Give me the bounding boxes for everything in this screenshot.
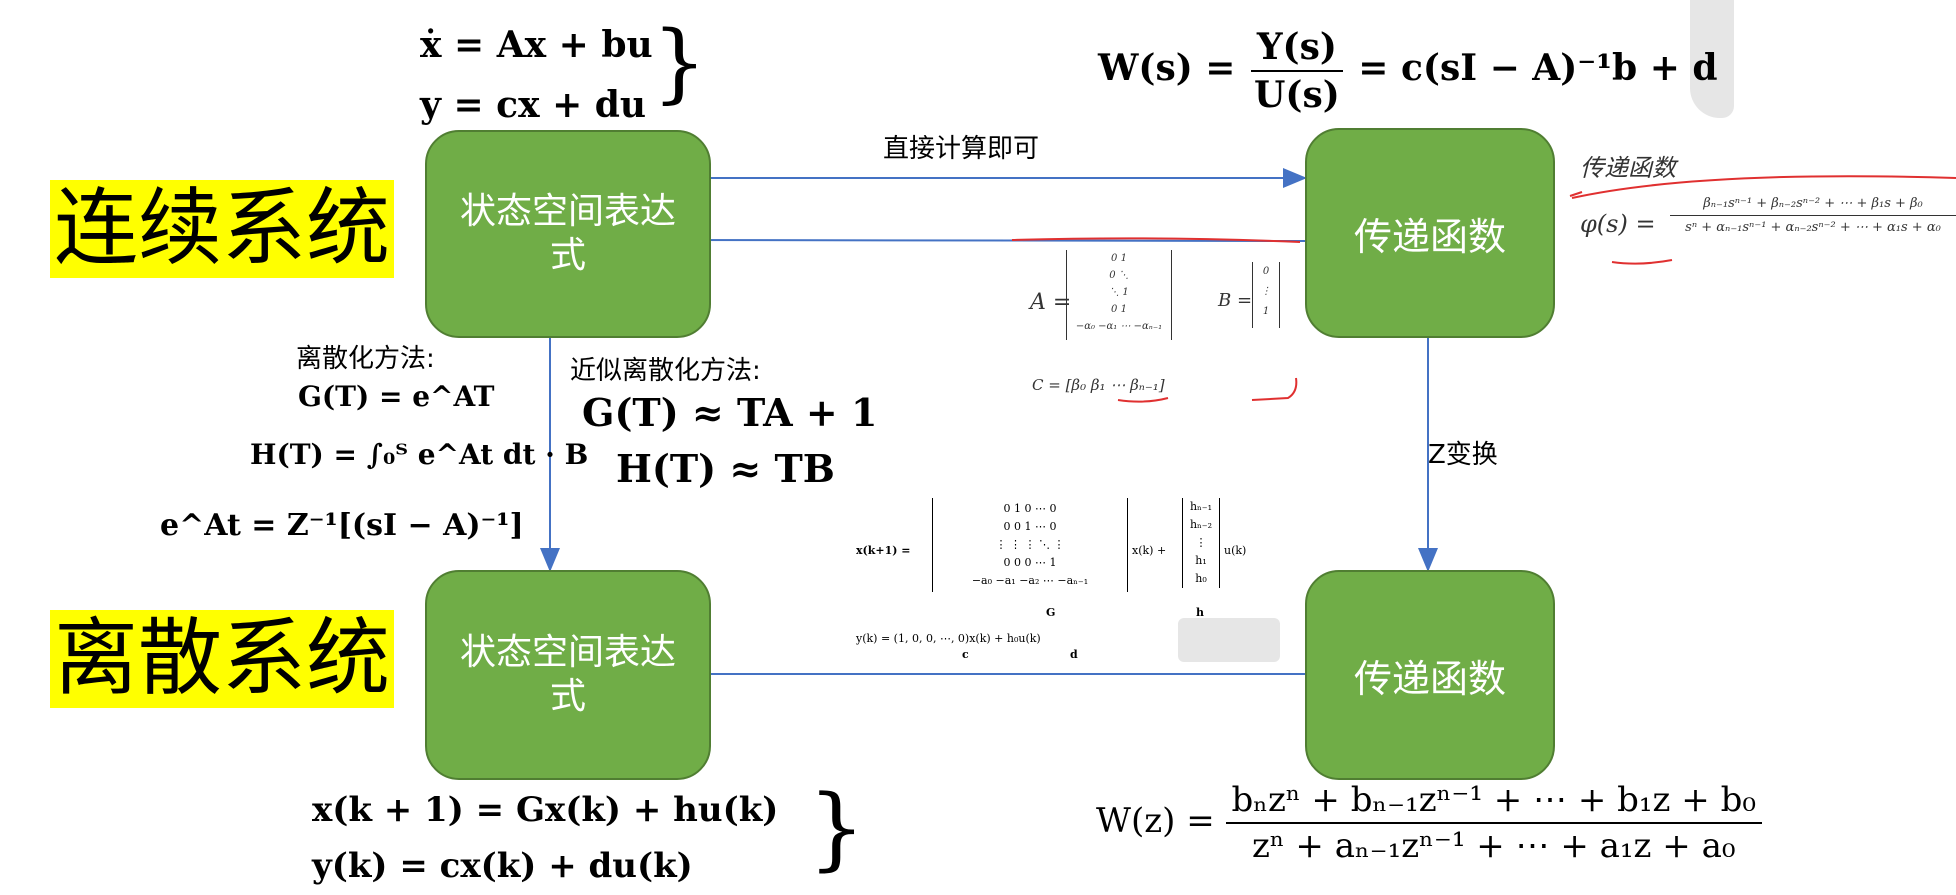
- hand-A-row: 0 ⋱: [1109, 270, 1129, 281]
- discrete-transfer-function-label: 传递函数: [1353, 656, 1506, 701]
- arrow-tf-to-state: [673, 230, 1306, 251]
- z-transform-label: Z变换: [1428, 440, 1498, 470]
- cont-tf-rhs: = c(sI − A)⁻¹b + d: [1358, 47, 1718, 89]
- hand-phi: φ(s) =: [1580, 210, 1656, 238]
- ctrl-d-label: d: [1070, 648, 1078, 661]
- ctrl-h-row: hₙ₋₂: [1189, 518, 1213, 531]
- discrete-system-label: 离散系统: [50, 610, 395, 708]
- g-exact-eq: G(T) = e^AT: [298, 380, 495, 413]
- cont-state-eq-2: y = cx + du: [420, 84, 647, 126]
- hand-B-matrix: 0 ⋮ 1: [1252, 262, 1280, 328]
- continuous-state-space-box[interactable]: 状态空间表达式: [425, 130, 711, 338]
- cont-tf-lhs: W(s) =: [1098, 47, 1236, 89]
- discrete-state-space-box[interactable]: 状态空间表达式: [425, 570, 711, 780]
- hand-C-row: C = [β₀ β₁ ⋯ βₙ₋₁]: [1032, 376, 1165, 394]
- continuous-state-space-label: 状态空间表达式: [459, 191, 676, 276]
- red-tick: [1569, 191, 1583, 197]
- discrete-state-space-label: 状态空间表达式: [459, 632, 676, 717]
- hand-A-row: 0 1: [1111, 304, 1127, 315]
- hand-den: sⁿ + αₙ₋₁sⁿ⁻¹ + αₙ₋₂sⁿ⁻² + ⋯ + α₁s + α₀: [1685, 220, 1941, 235]
- hand-B-row: ⋮: [1261, 286, 1271, 297]
- hand-num: βₙ₋₁sⁿ⁻¹ + βₙ₋₂sⁿ⁻² + ⋯ + β₁s + β₀: [1670, 196, 1956, 216]
- ctrl-h-row: ⋮: [1195, 536, 1207, 549]
- eat-eq: e^At = Z⁻¹[(sI − A)⁻¹]: [160, 508, 524, 543]
- red-bracket: [1571, 175, 1956, 199]
- ctrl-x-label: x(k+1) =: [856, 544, 911, 557]
- hand-B-label: B =: [1218, 290, 1253, 311]
- ctrl-h-row: h₁: [1195, 554, 1207, 567]
- cont-state-brace: }: [652, 13, 707, 113]
- ctrl-u: u(k): [1224, 544, 1247, 557]
- ctrl-G-label: G: [1046, 606, 1056, 619]
- hand-A-matrix: 0 1 0 ⋱ ⋱ 1 0 1 −α₀ −α₁ ⋯ −αₙ₋₁: [1066, 250, 1172, 340]
- hand-A-row: ⋱ 1: [1109, 287, 1129, 298]
- hand-A-row: −α₀ −α₁ ⋯ −αₙ₋₁: [1075, 321, 1163, 332]
- g-approx-eq: G(T) ≈ TA + 1: [582, 390, 878, 435]
- continuous-transfer-function-label: 传递函数: [1353, 214, 1506, 259]
- disc-tf-den: zⁿ + aₙ₋₁zⁿ⁻¹ + ⋯ + a₁z + a₀: [1251, 826, 1736, 866]
- cont-tf-num: Y(s): [1250, 26, 1343, 72]
- ctrl-h-row: hₙ₋₁: [1189, 500, 1213, 513]
- continuous-transfer-function-box[interactable]: 传递函数: [1305, 128, 1555, 338]
- hand-A-row: 0 1: [1111, 253, 1127, 264]
- ctrl-h-label: h: [1196, 606, 1204, 619]
- red-underline-den: [1611, 259, 1673, 265]
- ctrl-G-row: 0 1 0 ⋯ 0: [1003, 502, 1057, 515]
- cont-state-eq-1: ẋ = Ax + bu: [420, 24, 653, 66]
- background-artifact-2: [1178, 618, 1280, 662]
- controllable-form: x(k+1) = 0 1 0 ⋯ 0 0 0 1 ⋯ 0 ⋮ ⋮ ⋮ ⋱ ⋮ 0…: [856, 498, 1286, 668]
- cont-tf-den: U(s): [1254, 74, 1340, 116]
- background-artifact: [1690, 0, 1734, 118]
- disc-tf-num: bₙzⁿ + bₙ₋₁zⁿ⁻¹ + ⋯ + b₁z + b₀: [1225, 780, 1762, 824]
- hand-title: 传递函数: [1580, 154, 1676, 182]
- ctrl-G-row: 0 0 1 ⋯ 0: [1003, 520, 1057, 533]
- ctrl-mid: x(k) +: [1132, 544, 1167, 557]
- ctrl-G-row: ⋮ ⋮ ⋮ ⋱ ⋮: [995, 538, 1065, 551]
- hand-fraction: βₙ₋₁sⁿ⁻¹ + βₙ₋₂sⁿ⁻² + ⋯ + β₁s + β₀ sⁿ + …: [1670, 196, 1956, 235]
- ctrl-h-vector: hₙ₋₁ hₙ₋₂ ⋮ h₁ h₀: [1182, 498, 1220, 588]
- direct-compute-label: 直接计算即可: [883, 134, 1040, 164]
- discrete-transfer-function-box[interactable]: 传递函数: [1305, 570, 1555, 780]
- h-approx-eq: H(T) ≈ TB: [616, 446, 835, 491]
- discretize-method-label: 离散化方法:: [296, 344, 435, 374]
- disc-state-brace: }: [808, 776, 866, 881]
- cont-tf-fraction: Y(s) U(s): [1248, 26, 1346, 116]
- ctrl-c-label: c: [962, 648, 969, 661]
- ctrl-h-row: h₀: [1195, 572, 1207, 585]
- disc-tf-fraction: bₙzⁿ + bₙ₋₁zⁿ⁻¹ + ⋯ + b₁z + b₀ zⁿ + aₙ₋₁…: [1225, 780, 1762, 866]
- ctrl-G-row: 0 0 0 ⋯ 1: [1003, 556, 1057, 569]
- continuous-system-label: 连续系统: [50, 180, 395, 278]
- disc-state-eq-1: x(k + 1) = Gx(k) + hu(k): [312, 790, 779, 830]
- disc-state-eq-2: y(k) = cx(k) + du(k): [312, 846, 693, 886]
- h-exact-eq: H(T) = ∫₀ᵀ e^At dt · B: [250, 438, 589, 471]
- red-mark: [1251, 377, 1298, 401]
- disc-tf-eq: W(z) = bₙzⁿ + bₙ₋₁zⁿ⁻¹ + ⋯ + b₁z + b₀ zⁿ…: [1096, 780, 1762, 866]
- red-underline: [1011, 237, 1301, 243]
- hand-B-row: 1: [1262, 306, 1270, 317]
- approx-discretize-label: 近似离散化方法:: [570, 356, 761, 386]
- red-mark-2: [1117, 397, 1169, 403]
- hand-B-row: 0: [1262, 266, 1270, 277]
- ctrl-G-matrix: 0 1 0 ⋯ 0 0 0 1 ⋯ 0 ⋮ ⋮ ⋮ ⋱ ⋮ 0 0 0 ⋯ 1 …: [932, 498, 1128, 592]
- disc-tf-lhs: W(z) =: [1096, 801, 1215, 841]
- hand-A-label: A =: [1030, 290, 1072, 315]
- cont-tf-eq: W(s) = Y(s) U(s) = c(sI − A)⁻¹b + d: [1098, 26, 1718, 116]
- ctrl-y-eq: y(k) = (1, 0, 0, ⋯, 0)x(k) + h₀u(k): [856, 632, 1041, 645]
- ctrl-G-row: −a₀ −a₁ −a₂ ⋯ −aₙ₋₁: [971, 574, 1089, 587]
